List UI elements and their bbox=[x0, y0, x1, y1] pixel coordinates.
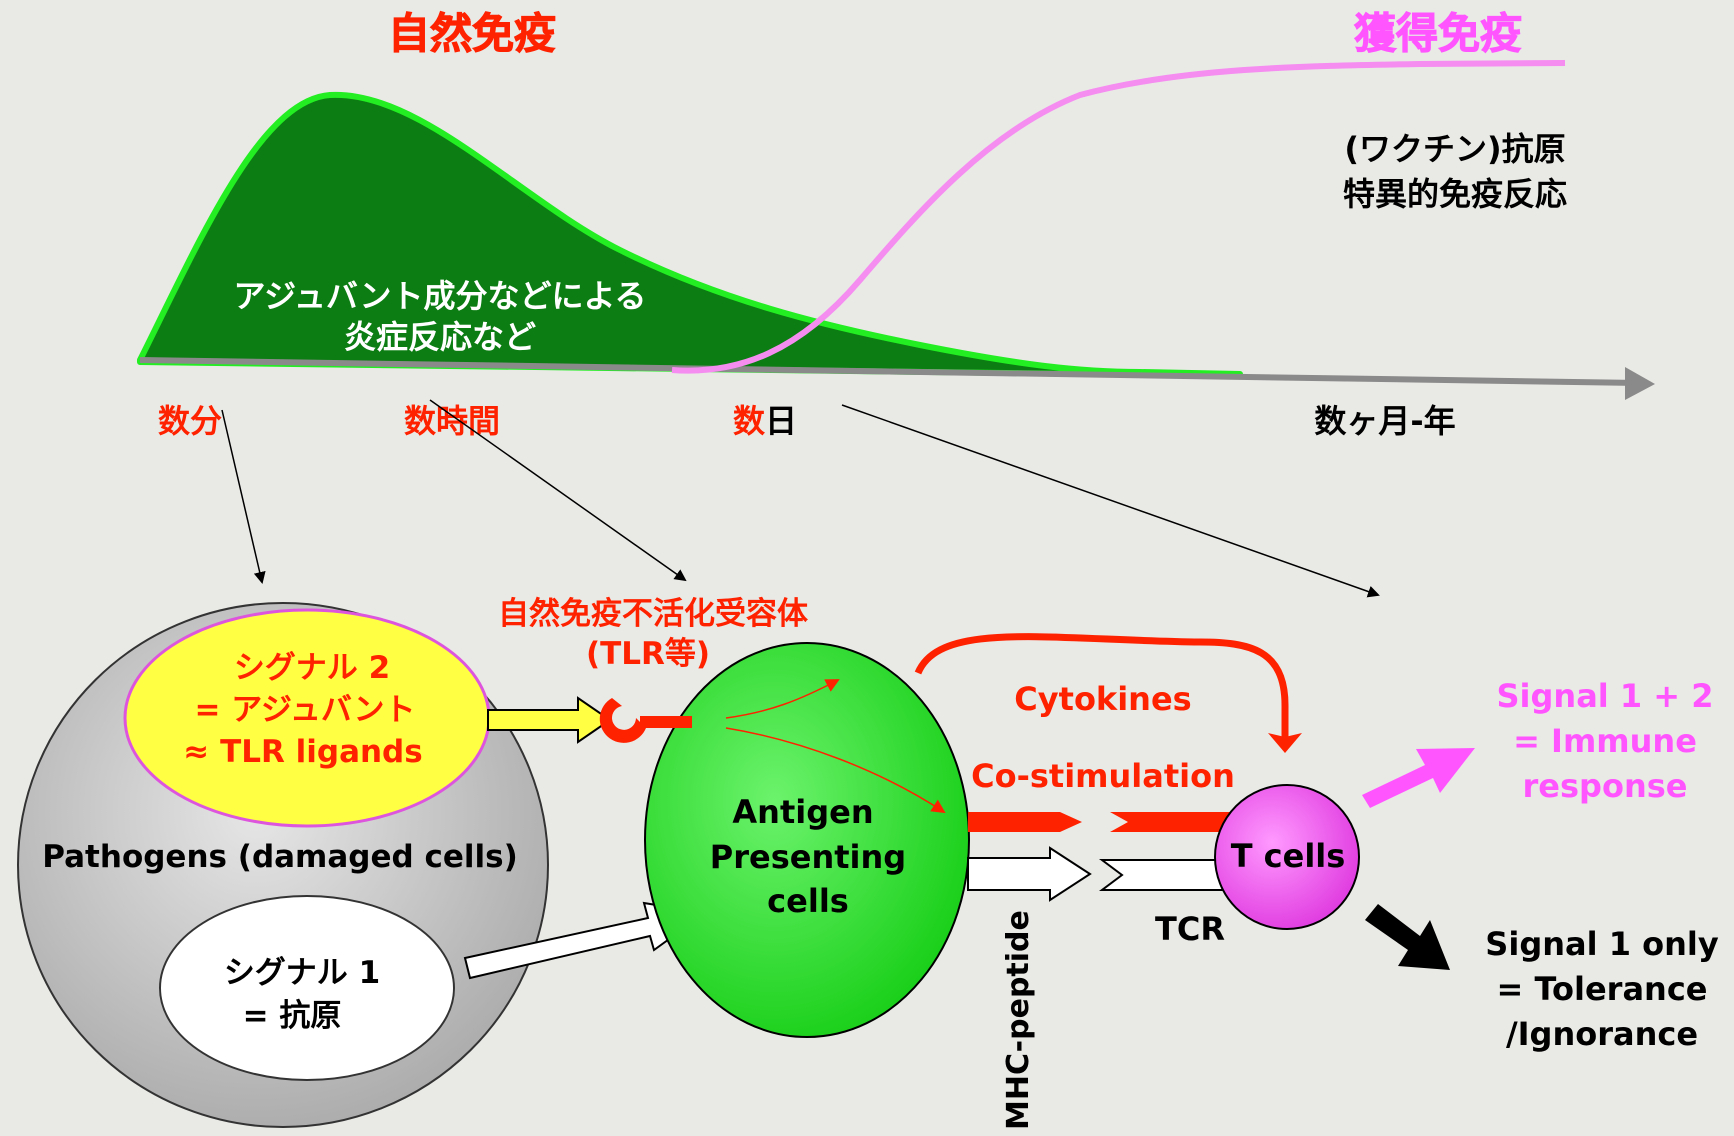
apc-line-3: cells bbox=[767, 882, 849, 920]
costim-arrow bbox=[968, 812, 1082, 832]
apc-cell bbox=[644, 642, 970, 1038]
acquired-curve bbox=[671, 60, 1566, 374]
internal-signal-arrow-2 bbox=[725, 727, 946, 814]
tcr-chevron bbox=[1099, 859, 1231, 891]
tolerance-outcome-line-1: Signal 1 only bbox=[1485, 925, 1719, 963]
time-axis bbox=[139, 357, 1641, 386]
pointer-days bbox=[841, 404, 1380, 598]
cytokines-label: Cytokines bbox=[1014, 680, 1191, 718]
tolerance-outcome-line-3: /Ignorance bbox=[1506, 1015, 1698, 1053]
tlr-receptor-stem bbox=[640, 716, 692, 728]
signal1-line-1: シグナル 1 bbox=[224, 955, 380, 991]
tolerance-arrow bbox=[1365, 904, 1450, 970]
signal1-line-2: = 抗原 bbox=[243, 998, 342, 1034]
time-label-minutes: 数分 bbox=[158, 402, 222, 440]
time-label-days-prefix: 数 bbox=[733, 402, 766, 440]
mhc-arrow bbox=[967, 846, 1092, 902]
costim-chevron bbox=[1110, 812, 1230, 832]
acquired-title: 獲得免疫 bbox=[1354, 9, 1522, 58]
signal2-line-1: シグナル 2 bbox=[234, 650, 390, 686]
signal2-line-2: = アジュバント bbox=[195, 692, 416, 728]
receptor-label: 自然免疫不活化受容体 bbox=[498, 596, 808, 632]
pointer-minutes bbox=[221, 409, 266, 584]
tolerance-outcome-line-2: = Tolerance bbox=[1496, 970, 1707, 1008]
tcr-label: TCR bbox=[1155, 910, 1225, 948]
mhc-label: MHC-peptide bbox=[1001, 910, 1036, 1130]
time-label-months: 数ヶ月-年 bbox=[1314, 402, 1455, 440]
tlr-receptor-icon bbox=[599, 698, 646, 743]
time-label-hours: 数時間 bbox=[404, 402, 500, 440]
t-cell bbox=[1214, 784, 1360, 930]
immune-outcome-line-2: = Immune bbox=[1513, 722, 1697, 760]
tcells-label: T cells bbox=[1231, 837, 1346, 875]
innate-desc-line-1: アジュバント成分などによる bbox=[233, 277, 646, 315]
acquired-desc-line-1: (ワクチン)抗原 bbox=[1344, 130, 1565, 168]
time-label-days-suffix: 日 bbox=[765, 402, 797, 440]
immune-outcome-line-1: Signal 1 + 2 bbox=[1496, 677, 1713, 715]
apc-line-2: Presenting bbox=[710, 838, 906, 876]
innate-curve bbox=[137, 91, 1243, 379]
acquired-desc-line-2: 特異的免疫反応 bbox=[1343, 175, 1567, 213]
time-axis-arrowhead bbox=[1625, 367, 1655, 400]
signal2-line-3: ≈ TLR ligands bbox=[183, 734, 422, 770]
pointer-hours bbox=[429, 399, 687, 582]
pathogens-label: Pathogens (damaged cells) bbox=[42, 839, 518, 875]
immune-response-arrow bbox=[1362, 748, 1475, 808]
innate-desc-line-2: 炎症反応など bbox=[344, 318, 536, 356]
time-label-days: 数日 bbox=[733, 402, 797, 440]
immune-outcome-line-3: response bbox=[1523, 767, 1688, 805]
signal2-arrow bbox=[487, 696, 612, 744]
receptor-sublabel: (TLR等) bbox=[586, 636, 710, 672]
innate-title: 自然免疫 bbox=[388, 9, 556, 58]
signal1-ellipse bbox=[159, 895, 455, 1081]
costim-label: Co-stimulation bbox=[971, 757, 1235, 795]
apc-line-1: Antigen bbox=[732, 793, 873, 831]
internal-signal-arrow-1 bbox=[725, 679, 840, 719]
cytokines-arrow bbox=[914, 633, 1302, 753]
